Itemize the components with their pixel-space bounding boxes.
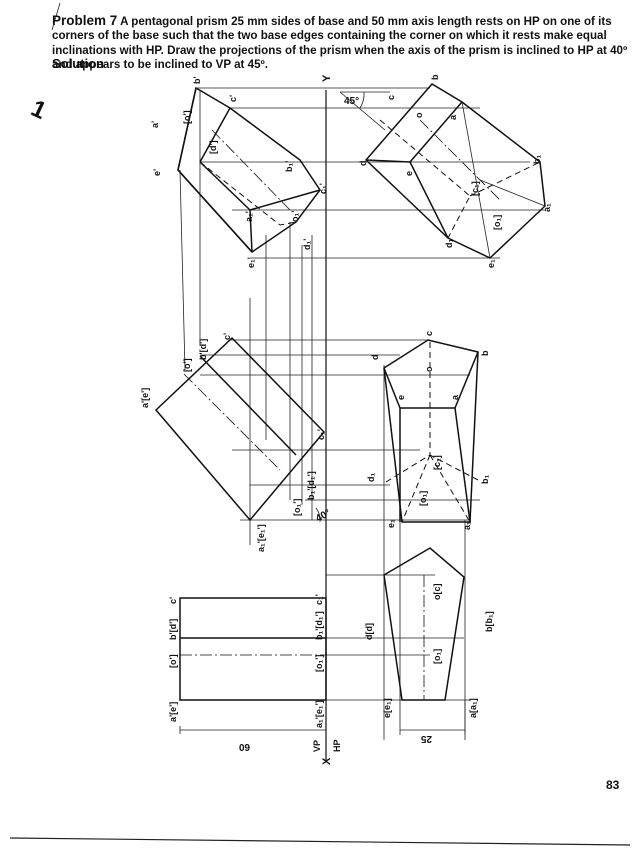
t3-label-e: e (404, 171, 414, 176)
t1-label-o: [o₁] (432, 649, 442, 664)
t2-label-b: b (480, 350, 490, 356)
label-hp: HP (332, 739, 342, 752)
t2-label-a: a (450, 394, 460, 400)
t2-label-d: d (370, 355, 380, 361)
t3-label-b: b (430, 74, 440, 80)
s3-label-c1: c₁' (318, 183, 328, 194)
s3-label-o: [o'] (182, 110, 192, 124)
s3-label-o1: o₁' (290, 211, 300, 222)
front-view-final: a' e' [o'] b' c' [d'] b₁' c₁' a₁' o₁' d₁… (150, 76, 328, 268)
t3-label-d: d (358, 161, 368, 167)
s3-label-d1: d₁' (302, 239, 312, 250)
front-view-initial: a'[e'] [o'] b'[d'] c' a₁'[e₁'] [o₁'] b₁'… (168, 594, 327, 752)
s2-label-a1e1: a₁'[e₁'] (256, 524, 266, 552)
top-view-initial: 25 d[d] e[e₁] o[c] [o₁] b[b₁] a[a₁] (364, 547, 494, 744)
s2-label-b1d1: b₁'[d₁'] (306, 471, 316, 500)
s3-label-e: e' (152, 169, 162, 176)
s1-label-o: [o'] (168, 654, 178, 668)
t3-label-c: c (386, 95, 396, 100)
s2-label-c: c' (222, 333, 232, 340)
t3-label-b1: b₁ (532, 155, 542, 164)
s2-label-o: [o'] (182, 358, 192, 372)
s3-label-b1: b₁' (284, 161, 294, 172)
t3-label-d1: d₁ (444, 239, 454, 248)
angle-hp-label: 40° (314, 508, 333, 525)
t1-label-e: e[e₁] (382, 698, 392, 718)
s2-label-bd: b'[d'] (198, 339, 208, 360)
s2-label-ae: a'[e'] (140, 388, 150, 408)
t2-label-b1: b₁ (480, 475, 490, 484)
t2-label-o1: [o₁] (418, 491, 428, 506)
t2-label-o: o (424, 366, 434, 372)
top-view-tilted: d c b o e a [c₁] d₁ b₁ [o₁] e₁ a₁ (366, 331, 490, 530)
t2-label-c: c (424, 331, 434, 336)
problem-statement: Problem 7 A pentagonal prism 25 mm sides… (52, 13, 632, 73)
margin-mark: 1 (27, 95, 51, 125)
s1-label-c1: c₁' (314, 594, 324, 605)
label-vp: VP (312, 740, 322, 752)
s1-label-o1: [o₁'] (314, 655, 324, 672)
page-number: 83 (606, 778, 620, 792)
s1-label-ae: a'[e'] (168, 702, 178, 722)
t3-label-o1: [o₁] (492, 215, 502, 230)
t1-label-bb: b[b₁] (484, 611, 494, 632)
t2-label-a1: a₁ (462, 521, 472, 530)
t3-label-c1: [c₁] (470, 181, 480, 196)
s1-label-c: c' (168, 597, 178, 604)
s2-label-o1: [o₁'] (292, 499, 302, 516)
front-view-tilted: 40° a'[e'] [o'] b'[d'] c' c₁' b₁'[d₁'] [… (140, 333, 333, 552)
t3-label-o: o (414, 112, 424, 118)
problem-number: Problem 7 (52, 13, 118, 28)
t1-label-c: o[c] (432, 584, 442, 601)
angle-vp-label: 45° (344, 96, 359, 107)
t2-label-c1: [c₁] (432, 455, 442, 470)
top-view-final: 45° d c o b a e b₁ [c₁] a₁ [o₁] d₁ e₁ (339, 74, 552, 268)
t2-label-d1: d₁ (366, 473, 376, 482)
t2-label-e1: e₁ (386, 519, 396, 528)
s3-label-e1: e₁' (246, 257, 256, 268)
problem-text: A pentagonal prism 25 mm sides of base a… (52, 15, 628, 72)
label-y: Y (321, 74, 333, 82)
s1-label-a1e1: a₁'[e₁'] (314, 700, 324, 728)
t1-label-aa: a[a₁] (468, 698, 478, 718)
label-x: X (321, 757, 333, 765)
s3-label-c: c' (228, 95, 238, 102)
t2-label-e: e (396, 395, 406, 400)
dim-base-side: 25 (420, 733, 432, 744)
s2-label-c1: c₁' (316, 429, 326, 440)
s3-label-b: b' (192, 76, 202, 84)
s1-label-b1d1: b₁'[d₁'] (314, 611, 324, 640)
s1-label-bd: b'[d'] (168, 619, 178, 640)
s3-label-a: a' (150, 121, 160, 128)
t1-label-d: d[d] (364, 623, 374, 640)
s3-label-a1: a₁' (244, 211, 254, 222)
t3-label-e1: e₁ (486, 259, 496, 268)
t3-label-a: a (448, 114, 458, 120)
dim-axis-length: 60 (238, 741, 250, 752)
s3-label-dd: [d'] (208, 140, 218, 154)
solution-heading: Solution (52, 56, 104, 71)
t3-label-a1: a₁ (542, 203, 552, 212)
